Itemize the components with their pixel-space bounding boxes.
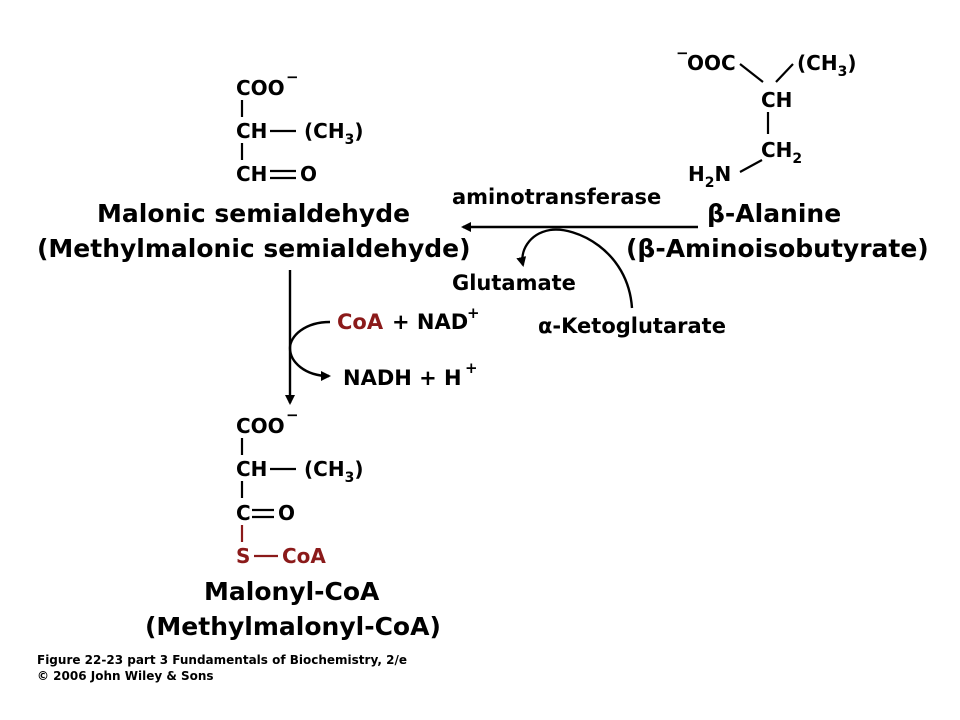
compound-name-malonic-semialdehyde: Malonic semialdehyde (97, 199, 410, 228)
carbonyl-oxygen: O (278, 501, 295, 525)
methylmalonyl-coa-structure: COO − CH (CH3) C O S CoA (236, 406, 363, 568)
carboxylate-charge: − (676, 44, 689, 62)
compound-name-methylmalonic-semialdehyde: (Methylmalonic semialdehyde) (37, 234, 471, 263)
copyright-notice: © 2006 John Wiley & Sons (37, 669, 214, 683)
methylene-group: CH2 (761, 138, 802, 167)
methine-group: CH (236, 119, 267, 143)
carboxylate-group: COO (236, 76, 285, 100)
product-label-nadh: NADH + H (343, 366, 462, 390)
carboxylate-charge: − (286, 68, 299, 86)
cofactor-curved-arrow (288, 320, 331, 381)
product-label-glutamate: Glutamate (452, 271, 576, 295)
single-bond (775, 63, 794, 83)
carboxylate-group: COO (236, 414, 285, 438)
methyl-group: (CH3) (304, 457, 363, 486)
compound-name-beta-aminoisobutyrate: (β-Aminoisobutyrate) (626, 234, 929, 263)
compound-name-beta-alanine: β-Alanine (707, 199, 841, 228)
cofactor-label-nad: + NAD (392, 310, 468, 334)
aldehyde-carbon: CH (236, 162, 267, 186)
carboxylate-charge: − (286, 406, 299, 424)
aldehyde-oxygen: O (300, 162, 317, 186)
compound-name-malonyl-coa: Malonyl-CoA (204, 577, 380, 606)
methine-group: CH (236, 457, 267, 481)
cofactor-label-coa: CoA (337, 310, 384, 334)
thioester-sulfur: S (236, 544, 250, 568)
single-bond (739, 63, 764, 83)
proton-charge: + (465, 359, 478, 377)
methylmalonic-semialdehyde-structure: COO − CH (CH3) CH O (236, 68, 363, 186)
carboxylate-group: OOC (687, 51, 736, 75)
carbonyl-carbon: C (236, 501, 251, 525)
methine-group: CH (761, 88, 792, 112)
compound-name-methylmalonyl-coa: (Methylmalonyl-CoA) (145, 612, 441, 641)
enzyme-label-aminotransferase: aminotransferase (452, 185, 661, 209)
coenzyme-a-group: CoA (282, 544, 326, 568)
figure-caption: Figure 22-23 part 3 Fundamentals of Bioc… (37, 653, 407, 667)
single-bond (739, 159, 763, 173)
methyl-group: (CH3) (797, 51, 856, 80)
cosubstrate-label-alpha-ketoglutarate: α-Ketoglutarate (538, 314, 726, 338)
beta-aminoisobutyrate-structure: − OOC (CH3) CH CH2 H2N (676, 44, 856, 191)
amino-group: H2N (688, 162, 731, 191)
cosubstrate-curved-arrow (516, 228, 634, 309)
methyl-group: (CH3) (304, 119, 363, 148)
nad-charge: + (467, 304, 480, 322)
